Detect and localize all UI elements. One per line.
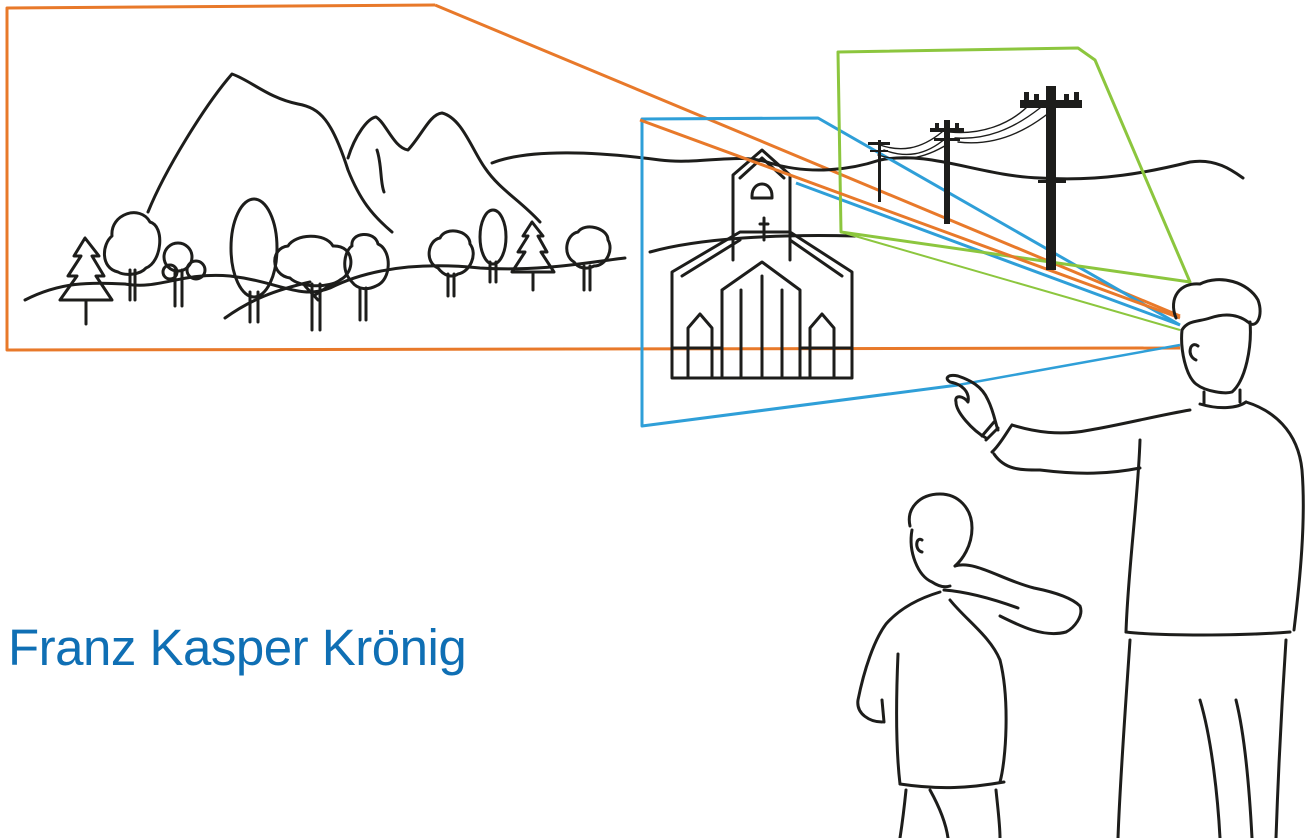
tree-icon [103,211,162,302]
tree-icon [510,220,556,292]
tree-icon [343,233,390,322]
trees [58,197,612,332]
tree-icon [229,197,279,324]
tree-icon [427,229,475,298]
utility-pole-icon [930,120,964,224]
adult-figure-icon [945,278,1305,838]
near-view-frame [836,46,1192,331]
author-name: Franz Kasper Krönig [8,619,467,676]
mountain-icon [146,72,542,234]
tree-icon [58,236,114,326]
tree-icon [565,225,612,292]
utility-pole-icon [1020,86,1082,270]
tree-icon [478,208,508,284]
utility-pole-icon [868,140,890,202]
church-icon [670,148,854,380]
power-lines [877,103,1051,160]
tree-icon [273,234,353,332]
tree-icon [161,241,207,308]
hills [23,151,1245,320]
middle-view-frame [640,116,1181,428]
child-figure-icon [856,492,1083,838]
